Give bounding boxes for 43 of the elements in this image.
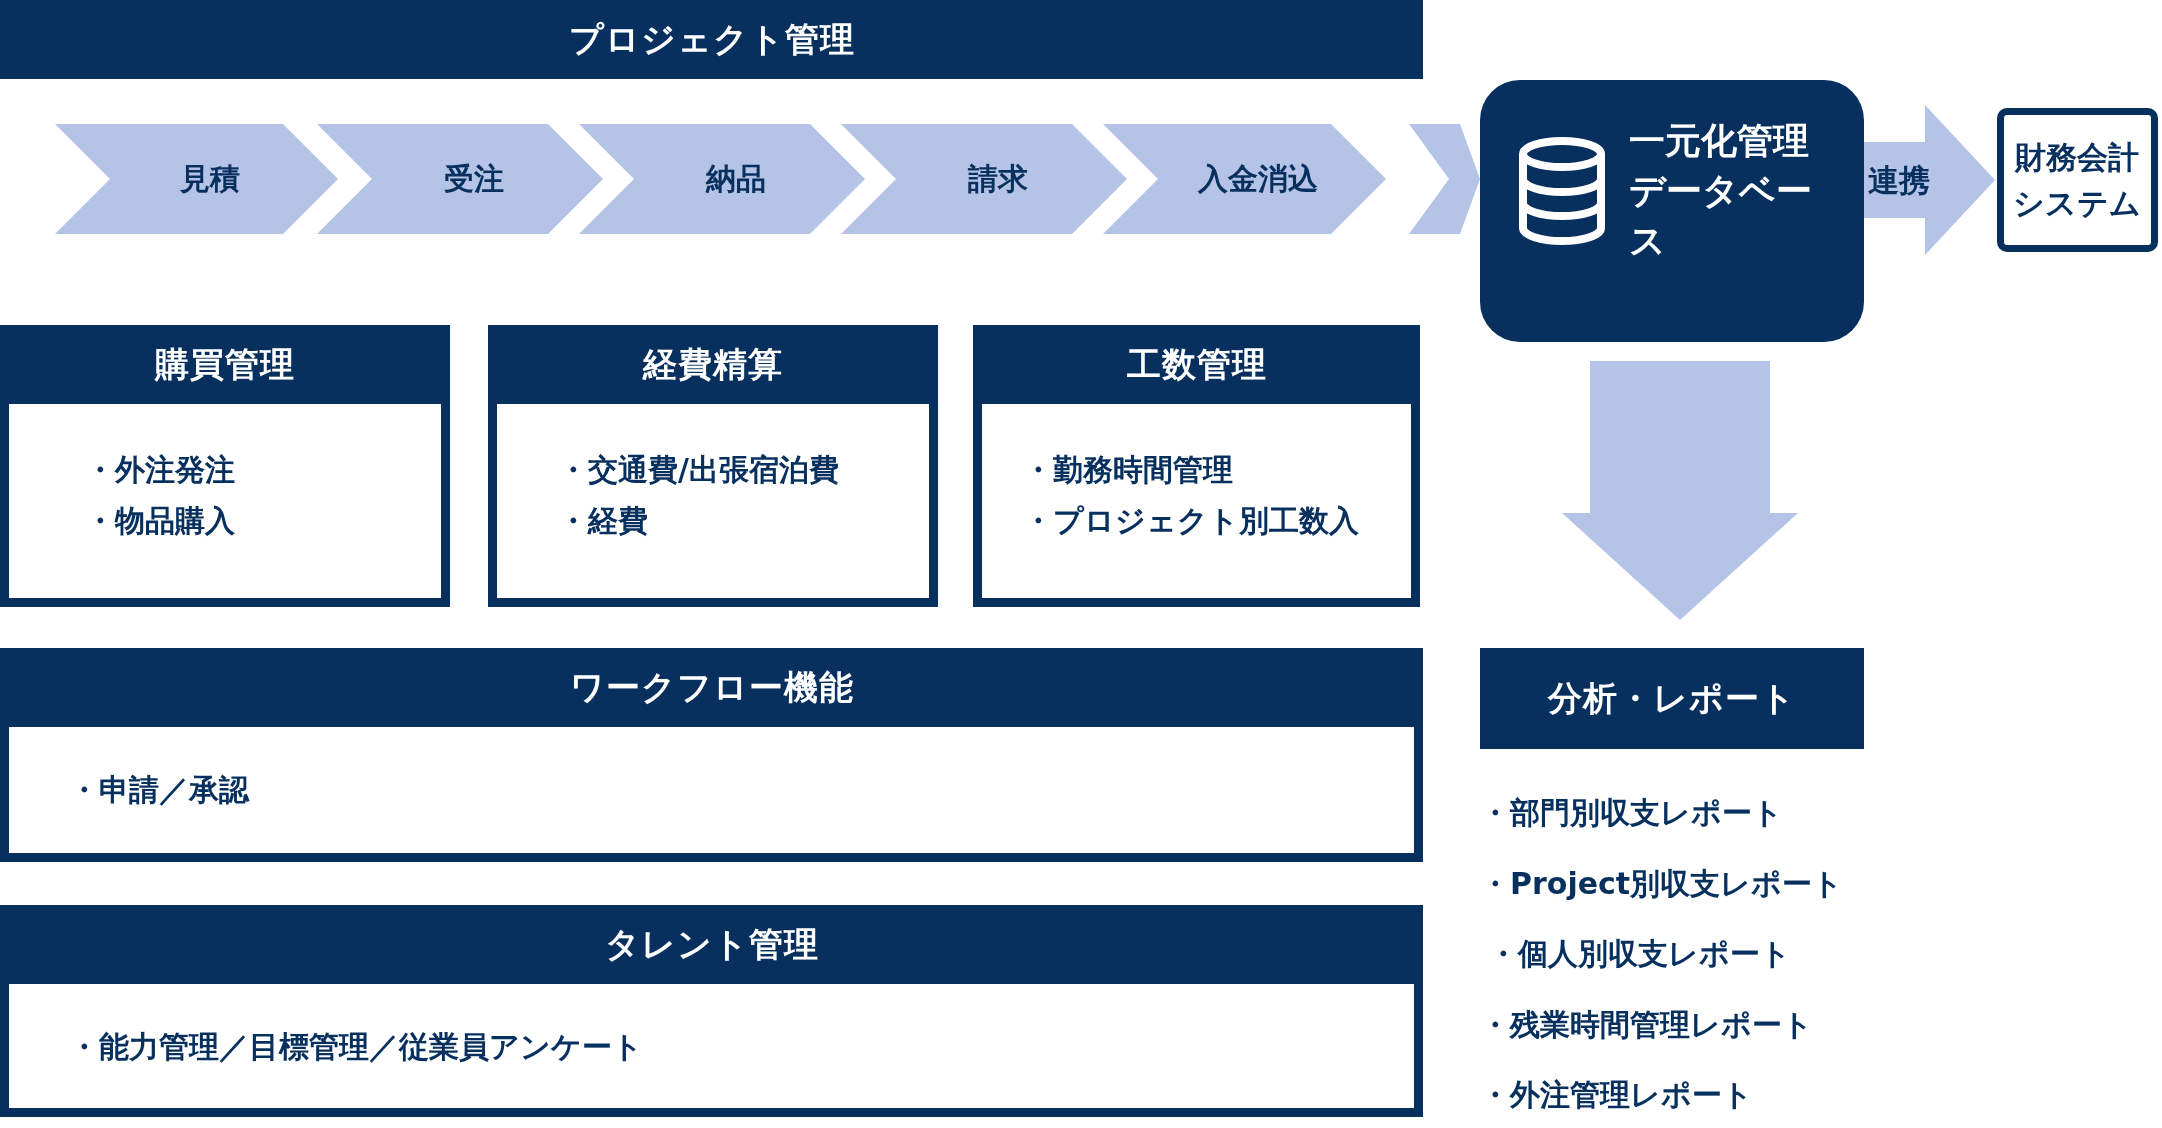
bullet-item: ・申請／承認 [69,771,249,809]
step-label: 見積 [179,160,242,198]
block-arrow [1562,361,1798,620]
process-step [841,124,1127,234]
heading: 購買管理 [153,343,296,386]
step-label: 請求 [966,160,1029,198]
heading: 分析・レポート [1548,676,1796,720]
report-list-item: ・残業時間管理レポート [1480,1005,1813,1044]
category-panel [973,325,1420,607]
process-step [317,124,603,234]
bullet-item: ・能力管理／目標管理／従業員アンケート [69,1028,643,1066]
step-label: 入金消込 [1196,160,1320,198]
step-label: 受注 [442,160,505,198]
bullet-item: ・プロジェクト別工数入 [1023,502,1359,540]
heading: 工数管理 [1125,343,1268,386]
process-step [1103,124,1386,234]
report-list-item: ・個人別収支レポート [1488,935,1791,973]
category-panel [0,325,450,607]
heading: ワークフロー機能 [568,666,855,709]
bullet-item: ・勤務時間管理 [1023,451,1233,489]
bullet-item: ・経費 [558,502,648,540]
report-list-item: ・Project別収支レポート [1480,864,1844,903]
box-label: 一元化管理データベース [1629,119,1813,263]
system-box [1997,108,2158,252]
bullet-item: ・外注発注 [85,451,235,489]
bullet-item: ・交通費/出張宿泊費 [558,451,839,489]
category-panel [0,648,1423,862]
database-box [1480,80,1864,342]
process-step [55,124,338,234]
step-label: 納品 [704,160,767,198]
heading: プロジェクト管理 [568,17,855,61]
box-label: 財務会計システム [2012,138,2143,223]
category-panel [488,325,938,607]
category-panel [0,905,1423,1117]
section-header-band [0,0,1423,79]
heading: タレント管理 [603,923,820,966]
section-header-band [1480,648,1864,749]
bullet-item: ・物品購入 [85,502,235,540]
heading: 経費精算 [641,343,784,386]
flow-chevron-arrow [1409,124,1480,234]
report-list-item: ・部門別収支レポート [1480,794,1783,832]
report-list-item: ・外注管理レポート [1480,1076,1753,1114]
process-step [579,124,865,234]
